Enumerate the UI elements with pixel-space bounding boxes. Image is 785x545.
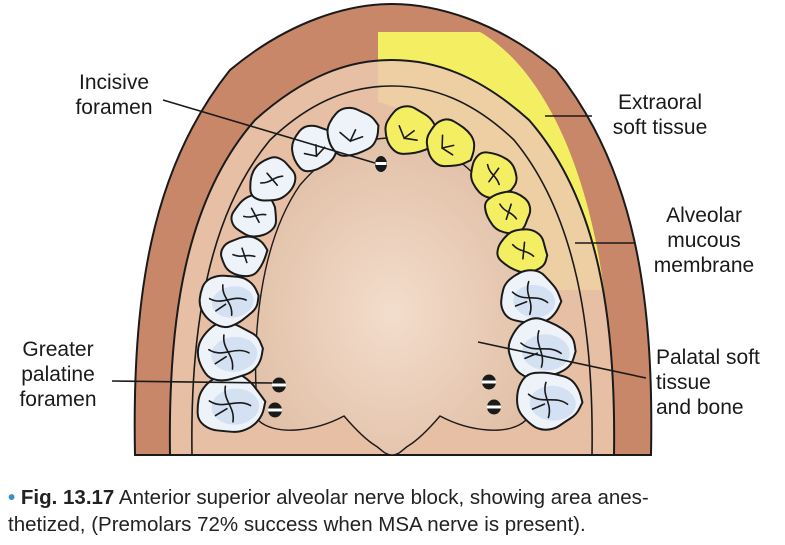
incisive-foramen-marker: [375, 156, 387, 172]
label-palatal-line2: tissue: [656, 371, 711, 394]
tooth: [198, 274, 260, 329]
caption-figure-number: Fig. 13.17: [20, 486, 115, 509]
tooth: [196, 321, 264, 382]
tooth-groove: [398, 125, 418, 141]
tooth: [249, 156, 297, 202]
tooth-groove: [339, 129, 364, 143]
tooth-crown: [384, 105, 437, 155]
tooth: [384, 105, 437, 155]
label-palatal-line3: and bone: [656, 396, 744, 419]
label-alveolar-line3: membrane: [653, 254, 755, 277]
tooth-groove: [486, 163, 500, 186]
greater-palatine-foramen-right: [482, 374, 501, 415]
label-alveolar-line1: Alveolar: [666, 204, 742, 227]
caption-line1: • Fig. 13.17 Anterior superior alveolar …: [8, 484, 780, 511]
label-extraoral-line1: Extraoral: [617, 91, 703, 114]
caption-text-line1: Anterior superior alveolar nerve block, …: [118, 486, 649, 509]
label-incisive-foramen-line2: foramen: [75, 96, 153, 119]
label-palatal-line1: Palatal soft: [656, 346, 760, 369]
leader-palatal-soft-tissue: [477, 341, 647, 379]
tooth-groove: [527, 381, 569, 419]
caption-bullet: •: [8, 486, 16, 509]
tooth-groove: [511, 280, 549, 316]
leader-incisive-foramen: [162, 99, 376, 164]
figure-caption: • Fig. 13.17 Anterior superior alveolar …: [8, 484, 780, 538]
tooth-shade: [211, 336, 258, 372]
tooth: [496, 228, 549, 274]
tooth-shade: [211, 388, 260, 425]
tooth-shade: [529, 385, 576, 421]
label-greater-palatine-line1: Greater: [22, 338, 94, 361]
tooth-groove: [232, 247, 256, 264]
tooth: [507, 317, 577, 380]
tooth-groove: [441, 134, 455, 156]
label-incisive-foramen: Incisive foramen: [54, 70, 174, 120]
tooth-shade: [513, 284, 556, 318]
maxillary-teeth: [196, 105, 584, 433]
greater-palatine-foramen-left: [268, 377, 286, 418]
tooth-shade: [522, 334, 570, 371]
label-greater-palatine-line3: foramen: [19, 388, 97, 411]
tooth-groove: [259, 172, 284, 187]
tooth: [500, 269, 563, 325]
tooth-groove: [208, 284, 247, 317]
label-alveolar-mucous-membrane: Alveolar mucous membrane: [634, 203, 774, 278]
tooth-crown: [326, 106, 380, 157]
tooth-groove: [511, 241, 535, 260]
label-greater-palatine-foramen: Greater palatine foramen: [4, 337, 112, 412]
arch-boundary-line: [191, 85, 593, 456]
tooth: [326, 106, 380, 157]
label-alveolar-line2: mucous: [667, 229, 741, 252]
tooth: [516, 371, 584, 431]
label-extraoral-line2: soft tissue: [612, 116, 708, 139]
tooth-groove: [208, 334, 250, 370]
label-incisive-foramen-line1: Incisive: [78, 71, 150, 94]
tooth-groove: [499, 203, 518, 221]
leader-greater-palatine: [111, 380, 273, 384]
caption-text-line2: thetized, (Premolars 72% success when MS…: [8, 513, 586, 536]
tooth-shade: [211, 286, 254, 318]
tooth-groove: [243, 207, 267, 224]
tooth-crown: [425, 118, 476, 168]
tooth: [425, 118, 476, 168]
tooth: [220, 235, 269, 278]
tooth-groove: [208, 385, 252, 423]
label-palatal-soft-tissue: Palatal soft tissue and bone: [656, 345, 784, 420]
label-greater-palatine-line2: palatine: [21, 363, 95, 386]
label-extraoral-soft-tissue: Extraoral soft tissue: [596, 90, 724, 140]
tooth-groove: [303, 143, 326, 158]
